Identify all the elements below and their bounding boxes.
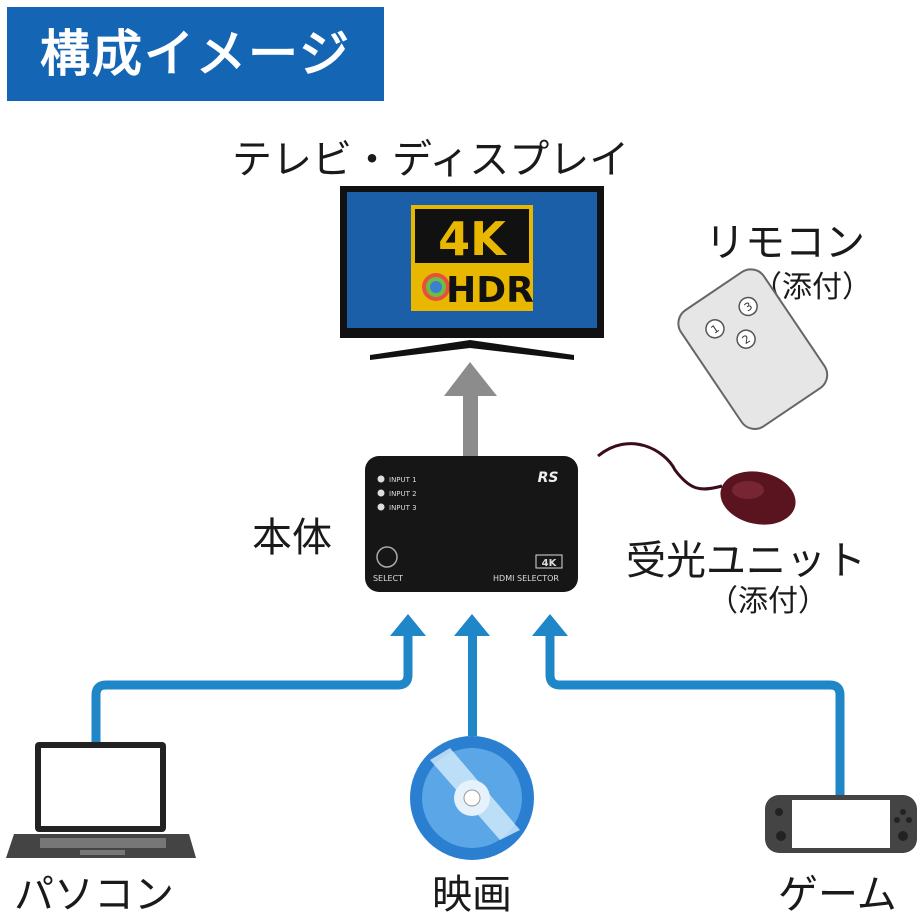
- movie-arrow-head: [454, 614, 490, 636]
- title-banner: 構成イメージ: [7, 7, 384, 101]
- output-arrow: [444, 362, 497, 460]
- page-title: 構成イメージ: [40, 25, 351, 83]
- display-label: テレビ・ディスプレイ: [232, 137, 630, 183]
- receiver-note: （添付）: [708, 584, 828, 619]
- main-unit-label: 本体: [252, 515, 332, 561]
- remote-note: （添付）: [752, 270, 872, 305]
- receiver-label: 受光ユニット: [626, 538, 866, 584]
- source-label-pc: パソコン: [14, 872, 174, 918]
- pc-arrow-head: [390, 614, 426, 636]
- movie-arrow: [468, 636, 477, 736]
- game-arrow: [545, 632, 845, 795]
- remote-label: リモコン: [705, 220, 865, 266]
- source-label-movie: 映画: [432, 872, 512, 918]
- pc-arrow: [91, 632, 413, 745]
- source-label-game: ゲーム: [778, 872, 897, 918]
- game-arrow-head: [532, 614, 568, 636]
